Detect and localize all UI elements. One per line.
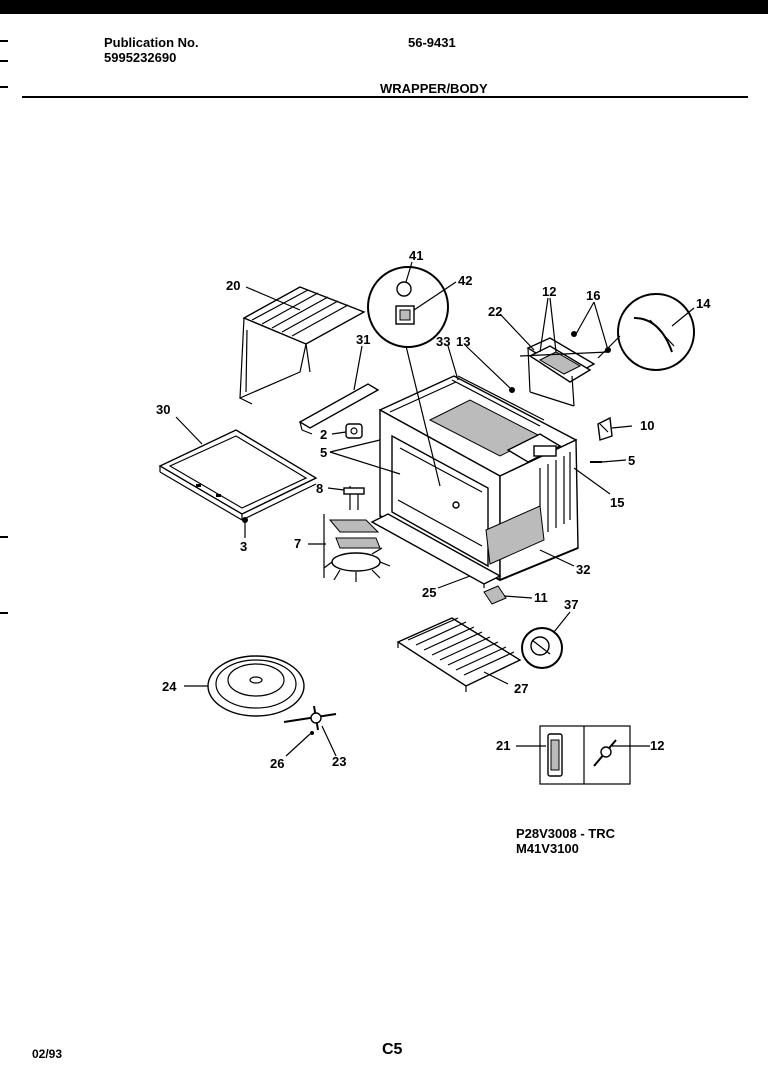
- model-number: P28V3008 - TRC: [516, 826, 615, 841]
- callout-31: 31: [356, 332, 370, 347]
- publication-label: Publication No.: [104, 35, 199, 50]
- callout-3: 3: [240, 539, 247, 554]
- document-code: 56-9431: [408, 35, 456, 50]
- publication-number: 5995232690: [104, 50, 177, 65]
- part-23-roller-support: [283, 705, 337, 735]
- part-25-bottom-plate: [370, 513, 502, 588]
- callout-23: 23: [332, 754, 346, 769]
- edge-mark: [0, 86, 8, 88]
- callout-41: 41: [409, 248, 423, 263]
- section-title: WRAPPER/BODY: [380, 81, 488, 96]
- part-8-7-fan-assembly: [323, 486, 391, 582]
- callout-13: 13: [456, 334, 470, 349]
- callout-2: 2: [320, 427, 327, 442]
- callout-16: 16: [586, 288, 600, 303]
- callout-5-front: 5: [320, 445, 327, 460]
- part-30-panel: [158, 429, 318, 521]
- detail-circle-14: [597, 293, 695, 371]
- callout-5-side: 5: [628, 453, 635, 468]
- callout-14: 14: [696, 296, 711, 311]
- callout-26: 26: [270, 756, 284, 771]
- part-20-top-wrapper: [239, 286, 366, 405]
- top-border-bar: [0, 0, 768, 14]
- page-number: C5: [382, 1041, 403, 1058]
- callout-15: 15: [610, 495, 624, 510]
- detail-circle-37: [521, 627, 563, 669]
- callout-30: 30: [156, 402, 170, 417]
- callout-22: 22: [488, 304, 502, 319]
- callout-7: 7: [294, 536, 301, 551]
- part-31-bracket: [298, 383, 380, 435]
- edge-mark: [0, 60, 8, 62]
- part-2-component: [345, 423, 363, 439]
- edge-mark: [0, 536, 8, 538]
- callout-21: 21: [496, 738, 510, 753]
- callout-25: 25: [422, 585, 436, 600]
- callout-8: 8: [316, 481, 323, 496]
- detail-circle-41-42: [367, 266, 449, 487]
- callout-33: 33: [436, 334, 450, 349]
- part-10-bracket: [597, 416, 613, 441]
- callout-20: 20: [226, 278, 240, 293]
- callout-27: 27: [514, 681, 528, 696]
- footer-date: 02/93: [32, 1047, 63, 1061]
- part-22-12-bracket: [509, 331, 611, 407]
- callout-11: 11: [534, 590, 548, 605]
- part-24-turntable: [207, 655, 305, 717]
- callout-24: 24: [162, 679, 177, 694]
- part-27-rack: [396, 617, 522, 692]
- part-21-12-box: [539, 725, 631, 785]
- edge-mark: [0, 40, 8, 42]
- callout-32: 32: [576, 562, 590, 577]
- callout-42: 42: [458, 273, 472, 288]
- callout-12-box: 12: [650, 738, 664, 753]
- fan-blade: [323, 547, 391, 582]
- callout-12: 12: [542, 284, 556, 299]
- cabinet-body: [378, 375, 579, 582]
- leader-lines: [175, 261, 695, 757]
- callout-10: 10: [640, 418, 654, 433]
- header-rule: [22, 96, 748, 98]
- callout-37: 37: [564, 597, 578, 612]
- model-number: M41V3100: [516, 841, 579, 856]
- part-3-screw: [242, 517, 248, 538]
- part-11-clip: [483, 585, 507, 605]
- edge-mark: [0, 612, 8, 614]
